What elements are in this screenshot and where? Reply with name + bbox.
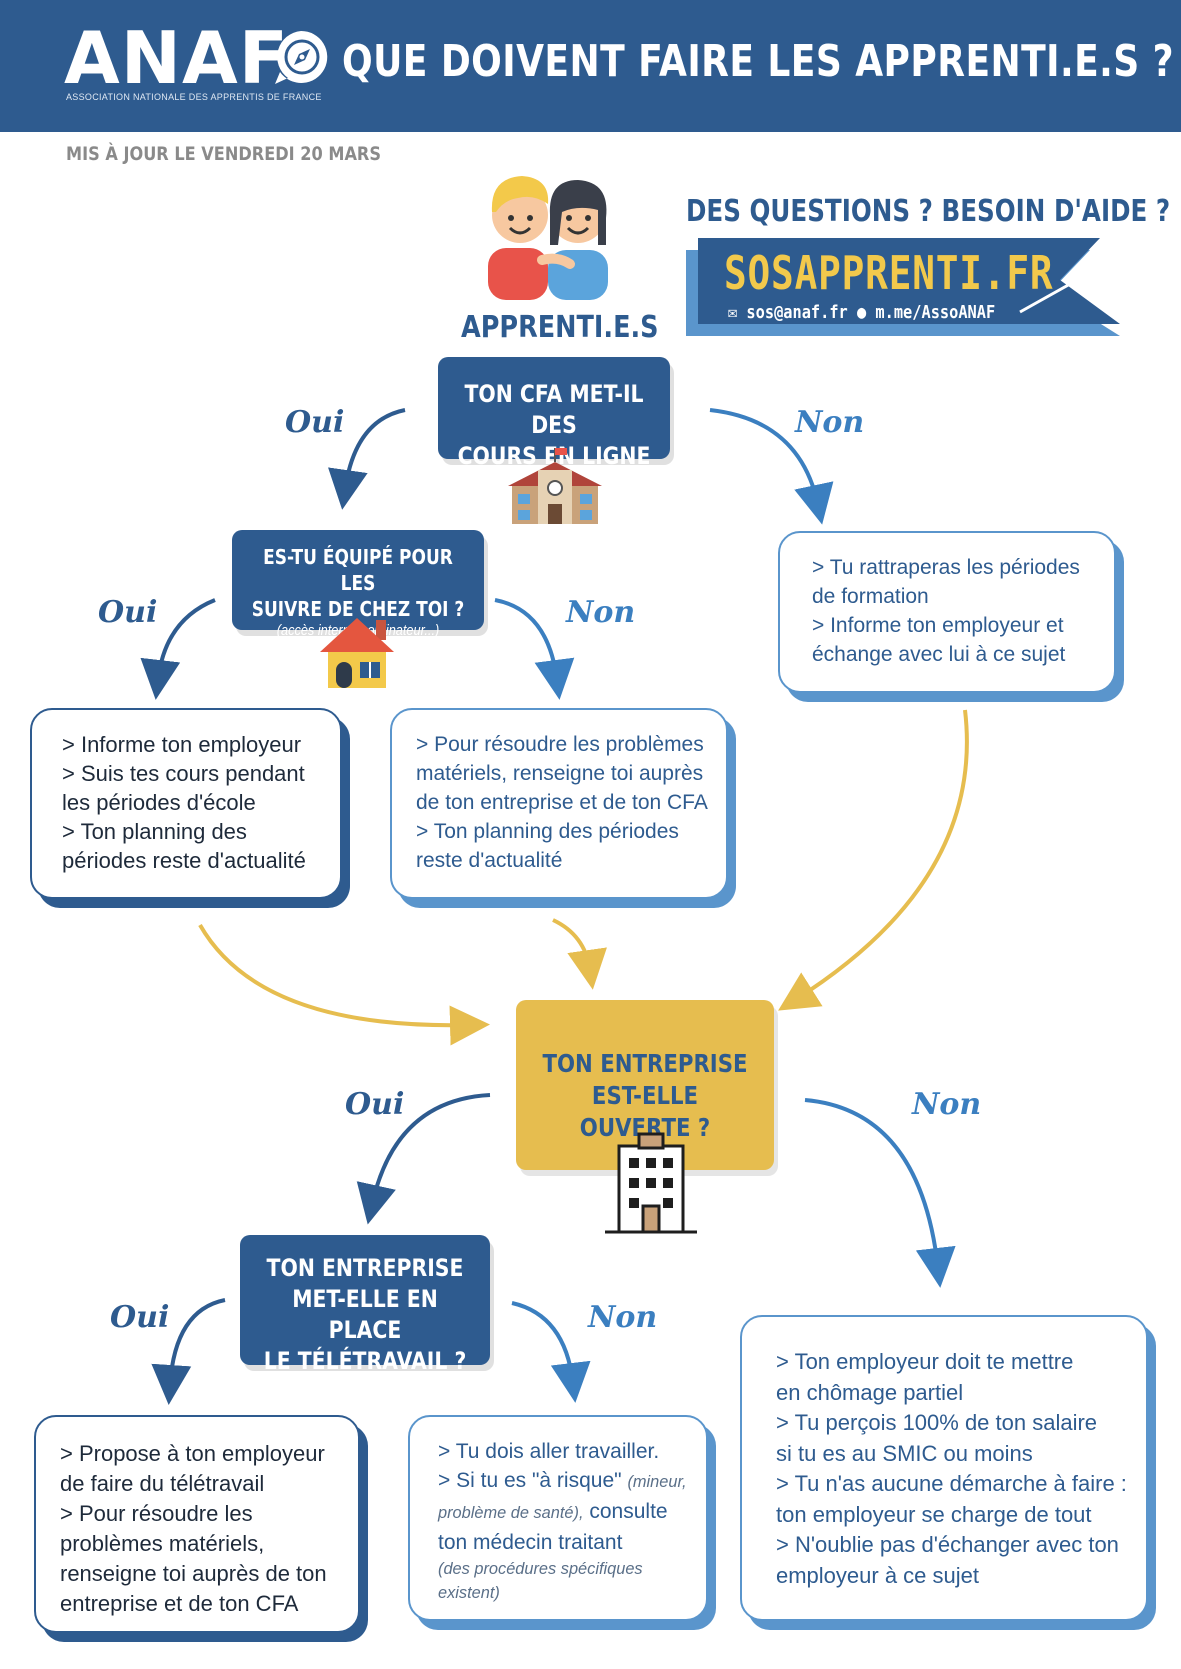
help-email[interactable]: sos@anaf.fr [746,302,848,323]
label-q1-no: Non [795,405,865,440]
start-label: APPRENTI.E.S [461,310,659,345]
header-bar: ANAF ASSOCIATION NATIONALE DES APPRENTIS… [0,0,1181,132]
label-q2-no: Non [566,595,636,630]
help-contacts: ✉ sos@anaf.fr ● m.me/AssoANAF [728,302,995,323]
answer-telework-no: > Tu dois aller travailler. > Si tu es "… [408,1415,708,1621]
compass-icon [275,30,328,84]
answer-line: > Ton employeur doit te mettre [776,1349,1074,1374]
answer-line: ton médecin traitant [438,1531,623,1554]
label-q3-yes: Oui [345,1087,405,1122]
label-q1-yes: Oui [285,405,345,440]
answer-cfa-no: > Tu rattraperas les périodes de formati… [778,531,1116,693]
question-telework-line1: TON ENTREPRISE [266,1254,464,1282]
answer-line: de faire du télétravail [60,1471,265,1496]
answer-line: > Pour résoudre les problèmes [416,733,704,756]
answer-telework-yes: > Propose à ton employeur de faire du té… [34,1415,360,1633]
answer-line: > Tu n'as aucune démarche à faire : [776,1471,1127,1496]
answer-line: échange avec lui à ce sujet [812,643,1066,666]
answer-line: > Informe ton employeur [62,732,302,757]
answer-equipped-yes: > Informe ton employeur > Suis tes cours… [30,708,342,899]
answer-line: > Tu perçois 100% de ton salaire [776,1410,1098,1435]
answer-line: de ton entreprise et de ton CFA [416,791,708,814]
messenger-icon: ● [856,302,867,323]
help-question: DES QUESTIONS ? BESOIN D'AIDE ? [686,194,1171,229]
arrow-q1-yes [328,408,406,510]
answer-text: > Si tu es "à risque" [438,1469,622,1492]
arrow-q2-yes [140,598,216,700]
question-open-line1: TON ENTREPRISE [542,1049,748,1078]
house-icon [320,618,394,688]
answer-line: si tu es au SMIC ou moins [776,1440,1033,1466]
answer-line: ton employeur se charge de tout [776,1501,1092,1527]
arrow-q3-yes [356,1093,491,1225]
logo: ANAF [64,16,289,100]
answer-line: > Pour résoudre les [60,1501,253,1526]
page-title: QUE DOIVENT FAIRE LES APPRENTI.E.S ? [342,36,1174,87]
arrow-q3-no [804,1098,956,1288]
answer-line: problème de santé), consulte [438,1497,706,1528]
label-q3-no: Non [912,1087,982,1122]
answer-line: matériels, renseigne toi auprès [416,762,704,785]
arrow-gold-right [778,709,969,1011]
answer-line: > Tu dois aller travailler. [438,1440,660,1463]
help-url[interactable]: SOSAPPRENTI.FR [724,246,1054,300]
arrow-q1-no [709,408,834,525]
label-q4-yes: Oui [110,1300,170,1335]
question-telework: TON ENTREPRISE MET-ELLE EN PLACE LE TÉLÉ… [240,1235,490,1375]
answer-line: employeur à ce sujet [776,1562,979,1588]
question-telework-line3: LE TÉLÉTRAVAIL ? [263,1347,467,1375]
school-icon [508,448,602,524]
mail-icon: ✉ [728,302,738,323]
answer-line: > Si tu es "à risque" (mineur, [438,1466,706,1497]
question-cfa-line1: TON CFA MET-IL DES [464,380,644,439]
answer-line: > Ton planning des périodes [416,820,679,843]
office-building-icon [605,1132,697,1234]
apprentices-illustration [488,176,608,300]
update-date: MIS À JOUR LE VENDREDI 20 MARS [66,143,382,165]
label-q2-yes: Oui [98,595,158,630]
question-equipped: ES-TU ÉQUIPÉ POUR LES SUIVRE DE CHEZ TOI… [232,530,484,639]
logo-subtitle: ASSOCIATION NATIONALE DES APPRENTIS DE F… [66,92,322,102]
answer-note: existent) [438,1584,500,1602]
answer-line: > Suis tes cours pendant [62,761,305,786]
help-messenger[interactable]: m.me/AssoANAF [875,302,996,323]
answer-line: > Informe ton employeur et [812,614,1064,637]
arrow-gold-mid [552,918,607,990]
question-equipped-line1: ES-TU ÉQUIPÉ POUR LES [263,545,453,595]
arrow-q4-no [511,1301,591,1403]
question-telework-line2: MET-ELLE EN PLACE [292,1285,438,1344]
answer-line: reste d'actualité [416,849,563,872]
answer-line: > N'oublie pas d'échanger avec ton [776,1532,1119,1557]
answer-note: (des procédures spécifiques [438,1560,643,1578]
answer-line: renseigne toi auprès de ton [60,1561,327,1586]
answer-line: périodes reste d'actualité [62,848,306,873]
answer-line: en chômage partiel [776,1379,964,1405]
label-q4-no: Non [588,1300,658,1335]
answer-line: les périodes d'école [62,790,256,815]
arrow-gold-left [198,924,490,1046]
answer-company-closed: > Ton employeur doit te mettre en chômag… [740,1315,1148,1621]
question-open-line2: EST-ELLE OUVERTE ? [579,1081,711,1142]
question-equipped-line2: SUIVRE DE CHEZ TOI ? [251,597,465,621]
arrow-q2-no [494,598,575,700]
answer-equipped-no: > Pour résoudre les problèmes matériels,… [390,708,728,899]
question-cfa-online: TON CFA MET-IL DES COURS EN LIGNE ? [438,357,670,501]
help-banner [686,238,1120,336]
answer-line: de formation [812,585,929,608]
answer-note: problème de santé), [438,1504,584,1522]
answer-line: > Tu rattraperas les périodes [812,556,1080,579]
answer-line: > Ton planning des [62,819,247,844]
answer-line: entreprise et de ton CFA [60,1591,299,1616]
answer-text: consulte [589,1500,668,1523]
answer-line: problèmes matériels, [60,1531,265,1556]
answer-line: > Propose à ton employeur [60,1441,325,1466]
arrow-q4-yes [151,1298,226,1405]
answer-note: (mineur, [627,1473,687,1491]
